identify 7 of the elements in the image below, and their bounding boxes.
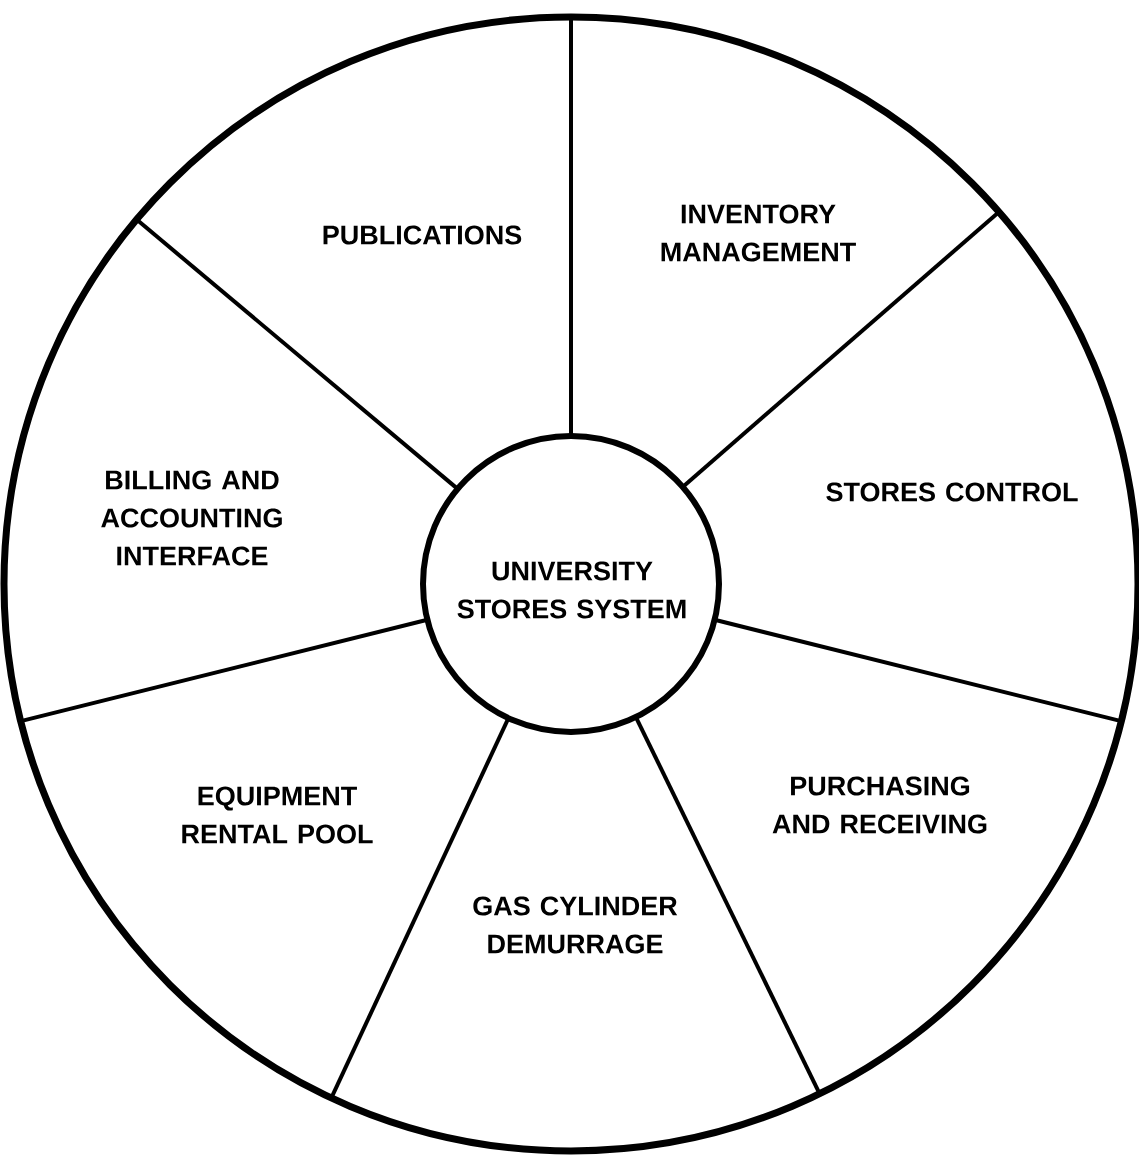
segment-label: INVENTORY MANAGEMENT — [661, 204, 856, 262]
segment-label: STORES CONTROL — [826, 482, 1078, 502]
segment-label: PURCHASING AND RECEIVING — [772, 776, 987, 834]
segment-label: GAS CYLINDER DEMURRAGE — [473, 896, 678, 954]
segment-label: EQUIPMENT RENTAL POOL — [182, 786, 373, 844]
segment-label: PUBLICATIONS — [323, 225, 522, 245]
segment-label: BILLING AND ACCOUNTING INTERFACE — [101, 470, 282, 566]
